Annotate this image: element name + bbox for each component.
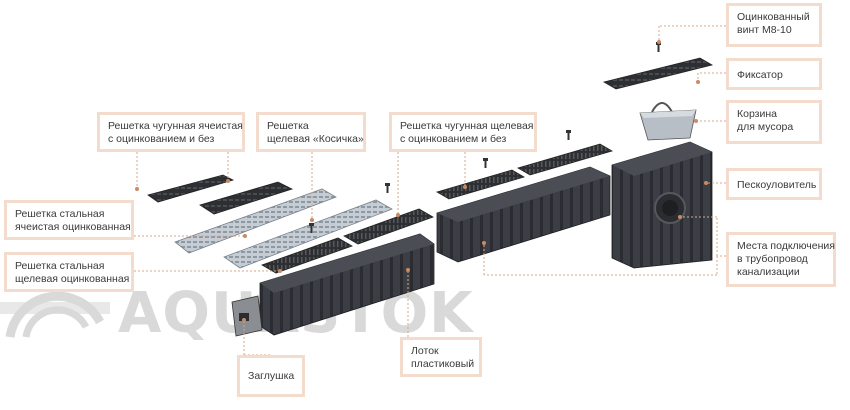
- label-grate-cast-iron-cellular: Решетка чугунная ячеистая с оцинкованием…: [97, 112, 245, 152]
- label-basket-line-2: для мусора: [737, 121, 794, 133]
- grate-cast-iron-slotted-1: [435, 169, 526, 200]
- label-sand-trap: Пескоуловитель: [726, 168, 822, 200]
- grate-steel-slotted: [223, 199, 393, 269]
- grate-kosichka: [261, 237, 353, 274]
- label-basket-line-1: Корзина: [737, 108, 777, 120]
- fixator: [602, 57, 714, 90]
- label-grate-steel-slotted: Решетка стальная щелевая оцинкованная: [4, 252, 134, 292]
- label-screw: Оцинкованный винт М8-10: [726, 3, 822, 47]
- label-grate-steel-cellular: Решетка стальная ячеистая оцинкованная: [4, 200, 134, 240]
- label-grate-cast-iron-slotted-line-1: Решетка чугунная щелевая: [400, 120, 534, 132]
- label-sewer-connection-line-1: Места подключения: [737, 240, 835, 252]
- label-sewer-connection-line-3: канализации: [737, 266, 800, 278]
- label-sewer-connection: Места подключения в трубопровод канализа…: [726, 232, 836, 287]
- sand-trap: [611, 141, 713, 269]
- aquastok-logo-icon: [0, 291, 110, 338]
- trash-basket: [639, 102, 697, 141]
- grate-steel-cellular: [174, 188, 337, 254]
- label-grate-steel-slotted-line-1: Решетка стальная: [15, 260, 105, 272]
- label-screw-line-2: винт М8-10: [737, 24, 792, 36]
- label-fixator-line-1: Фиксатор: [737, 69, 783, 81]
- label-sewer-connection-line-2: в трубопровод: [737, 253, 808, 265]
- label-grate-cast-iron-cellular-line-2: с оцинкованием и без: [108, 133, 215, 145]
- label-grate-cast-iron-slotted-line-2: с оцинкованием и без: [400, 133, 507, 145]
- label-fixator: Фиксатор: [726, 58, 822, 90]
- label-grate-kosichka: Решетка щелевая «Косичка»: [256, 112, 366, 152]
- label-grate-steel-cellular-line-1: Решетка стальная: [15, 208, 105, 220]
- grate-cast-iron-slotted-2: [516, 143, 614, 176]
- label-basket: Корзина для мусора: [726, 100, 822, 144]
- label-grate-cast-iron-slotted: Решетка чугунная щелевая с оцинкованием …: [389, 112, 537, 152]
- label-grate-cast-iron-cellular-line-1: Решетка чугунная ячеистая: [108, 120, 243, 132]
- label-end-cap-line-1: Заглушка: [248, 370, 295, 382]
- label-plastic-channel-line-2: пластиковый: [411, 358, 475, 370]
- label-plastic-channel: Лоток пластиковый: [400, 337, 482, 377]
- grate-cast-iron-cellular-1: [147, 174, 235, 203]
- label-grate-kosichka-line-2: щелевая «Косичка»: [267, 133, 364, 145]
- label-plastic-channel-line-1: Лоток: [411, 345, 439, 357]
- label-grate-kosichka-line-1: Решетка: [267, 120, 309, 132]
- grate-cast-iron-cellular-2: [199, 181, 294, 215]
- label-grate-steel-cellular-line-2: ячеистая оцинкованная: [15, 221, 131, 233]
- label-screw-line-1: Оцинкованный: [737, 11, 810, 23]
- grate-front-left: [343, 208, 434, 245]
- label-sand-trap-line-1: Пескоуловитель: [737, 179, 817, 191]
- label-grate-steel-slotted-line-2: щелевая оцинкованная: [15, 273, 130, 285]
- label-end-cap: Заглушка: [237, 355, 305, 397]
